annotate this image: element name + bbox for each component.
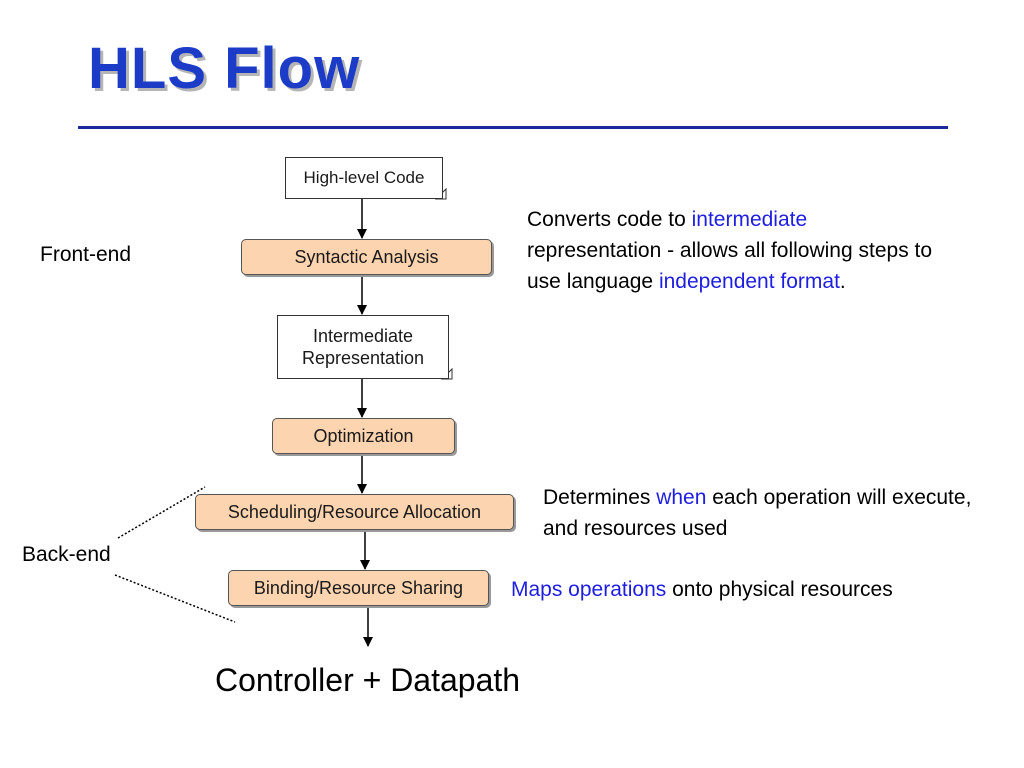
frontend-note-highlight-2: independent format xyxy=(658,270,840,293)
syntactic-analysis-box: Syntactic Analysis xyxy=(241,239,492,275)
backend-bracket-upper xyxy=(117,486,206,539)
frontend-note-text-2: representation - allows all following st… xyxy=(527,239,933,293)
controller-datapath-output: Controller + Datapath xyxy=(215,662,521,698)
binding-note: Maps operations onto physical resources xyxy=(511,574,893,605)
binding-note-text: onto physical resources xyxy=(666,578,893,601)
front-end-label: Front-end xyxy=(40,243,132,266)
scheduling-label: Scheduling/Resource Allocation xyxy=(227,501,482,522)
page-title: HLS Flow xyxy=(88,36,361,101)
scheduling-note-highlight: when xyxy=(656,486,707,509)
syntactic-analysis-label: Syntactic Analysis xyxy=(294,246,439,267)
binding-label: Binding/Resource Sharing xyxy=(253,577,464,598)
title-underline xyxy=(78,126,948,129)
backend-bracket-lower xyxy=(114,574,236,623)
intermediate-representation-line2: Representation xyxy=(301,348,425,368)
scheduling-note: Determines when each operation will exec… xyxy=(543,482,983,544)
high-level-code-label: High-level Code xyxy=(303,168,425,188)
frontend-note: Converts code to intermediate representat… xyxy=(527,204,947,297)
intermediate-representation-box: Intermediate Representation xyxy=(277,315,449,379)
scheduling-box: Scheduling/Resource Allocation xyxy=(195,494,514,530)
back-end-label: Back-end xyxy=(22,543,111,566)
high-level-code-box: High-level Code xyxy=(285,157,443,199)
frontend-note-highlight-1: intermediate xyxy=(691,208,808,231)
intermediate-representation-line1: Intermediate xyxy=(312,325,414,346)
scheduling-note-text-1: Determines xyxy=(543,486,657,509)
binding-note-highlight: Maps operations xyxy=(511,578,667,601)
scheduling-note-text-2: each operation will execute, and resourc… xyxy=(543,486,972,540)
binding-box: Binding/Resource Sharing xyxy=(228,570,489,606)
optimization-box: Optimization xyxy=(272,418,455,454)
optimization-label: Optimization xyxy=(313,425,414,446)
frontend-note-text-3: . xyxy=(839,270,846,293)
frontend-note-text-1: Converts code to xyxy=(527,208,692,231)
